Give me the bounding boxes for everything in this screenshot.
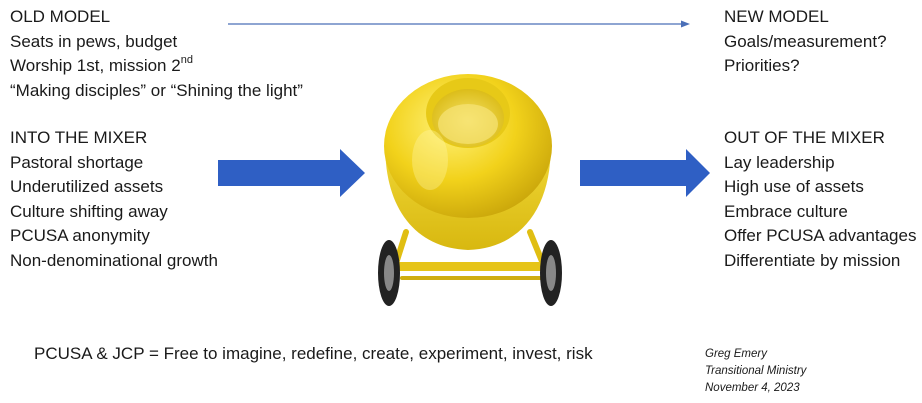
ordinal-superscript: nd <box>180 54 193 67</box>
transition-arrow <box>228 20 690 28</box>
out-of-mixer-heading: OUT OF THE MIXER <box>724 128 885 147</box>
out-of-mixer-arrow <box>580 149 710 197</box>
old-model-line-1: Seats in pews, budget <box>10 31 178 51</box>
into-mixer-item: Underutilized assets <box>10 177 164 196</box>
old-model-line-3: “Making disciples” or “Shining the light… <box>10 80 303 100</box>
out-of-mixer-item: Offer PCUSA advantages <box>724 226 917 245</box>
into-mixer-arrow <box>218 149 365 197</box>
into-mixer-item: Pastoral shortage <box>10 152 144 172</box>
footer-statement: PCUSA & JCP = Free to imagine, redefine,… <box>34 344 593 363</box>
into-mixer-item: PCUSA anonymity <box>10 226 150 245</box>
new-model-line-1: Goals/measurement? <box>724 31 887 51</box>
old-model-heading: OLD MODEL <box>10 7 111 26</box>
into-mixer-item: Culture shifting away <box>10 201 168 221</box>
into-mixer-item: Non-denominational growth <box>10 250 218 270</box>
credit-date: November 4, 2023 <box>705 382 800 394</box>
into-mixer-section: INTO THE MIXER Pastoral shortage Underut… <box>10 126 218 273</box>
new-model-line-2: Priorities? <box>724 56 800 75</box>
old-model-section: OLD MODEL Seats in pews, budget Worship … <box>10 5 303 103</box>
new-model-section: NEW MODEL Goals/measurement? Priorities? <box>724 5 887 79</box>
author-credit: Greg Emery Transitional Ministry Novembe… <box>705 346 806 397</box>
cement-mixer-icon <box>378 74 562 306</box>
out-of-mixer-item: Lay leadership <box>724 152 835 172</box>
author-title: Transitional Ministry <box>705 365 807 377</box>
old-model-line-2: Worship 1st, mission 2nd <box>10 54 193 75</box>
into-mixer-heading: INTO THE MIXER <box>10 128 148 147</box>
author-name: Greg Emery <box>705 348 767 360</box>
out-of-mixer-item: Embrace culture <box>724 201 848 221</box>
new-model-heading: NEW MODEL <box>724 7 829 26</box>
out-of-mixer-section: OUT OF THE MIXER Lay leadership High use… <box>724 126 916 273</box>
out-of-mixer-item: Differentiate by mission <box>724 250 901 270</box>
out-of-mixer-item: High use of assets <box>724 177 864 196</box>
